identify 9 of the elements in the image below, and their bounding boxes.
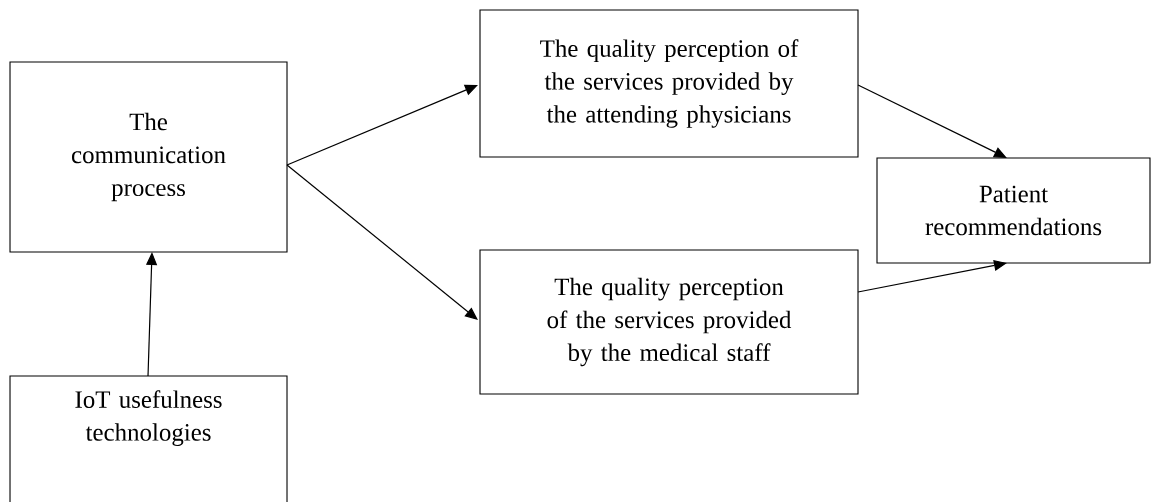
arrow — [857, 84, 1007, 158]
arrow — [286, 164, 478, 320]
process-box: The quality perception of the services provided by the attending physicians — [479, 9, 859, 158]
arrow — [857, 259, 1007, 293]
process-box: IoT usefulness technologies — [9, 375, 288, 502]
process-box: The quality perception of the services provided by the medical staff — [479, 249, 859, 395]
arrow — [286, 84, 478, 166]
process-box: The communication process — [9, 61, 288, 253]
process-box: Patient recommendations — [876, 157, 1151, 264]
